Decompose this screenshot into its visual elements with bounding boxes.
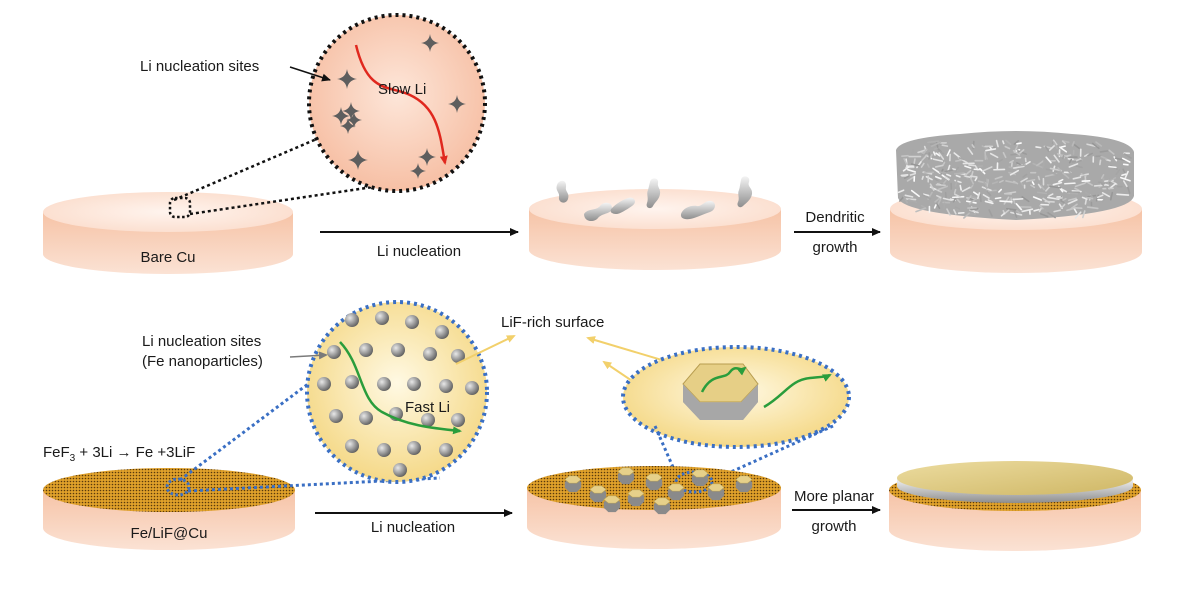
- fe-nanoparticle: [345, 313, 359, 327]
- li-nucleus: [610, 197, 635, 214]
- lif-hex-nucleus: [645, 473, 663, 491]
- bare-cu-disk: [43, 192, 293, 274]
- fe-nanoparticle: [327, 345, 341, 359]
- lif-hex-nucleus: [653, 497, 671, 515]
- conversion-reaction: FeF3 + 3Li → Fe +3LiF: [43, 444, 195, 464]
- fe-nanoparticle: [465, 381, 479, 395]
- fe-nucleation-sites-label-1: Li nucleation sites: [142, 333, 261, 350]
- fe-nanoparticle: [393, 463, 407, 477]
- fe-nanoparticle: [345, 439, 359, 453]
- li-nucleus: [680, 200, 716, 220]
- fe-nanoparticle: [345, 375, 359, 389]
- fast-li-zoom-bubble: [305, 300, 489, 484]
- fe-nanoparticle: [421, 413, 435, 427]
- fast-li-path-arrow: [339, 341, 462, 435]
- fe-nucleation-sites-label-2: (Fe nanoparticles): [142, 353, 263, 370]
- dendritic-li-disk: [890, 131, 1142, 273]
- fe-nanoparticle: [451, 413, 465, 427]
- li-nucleation-label-bottom: Li nucleation: [371, 519, 455, 536]
- lif-hex-nucleus: [691, 469, 709, 487]
- lif-hex-nucleus: [603, 495, 621, 513]
- li-nucleus: [737, 176, 753, 208]
- fe-nanoparticle: [439, 443, 453, 457]
- dendritic-growth-label-2: growth: [812, 239, 857, 256]
- lif-hex-nucleus: [667, 483, 685, 501]
- lif-hex-nucleus: [564, 475, 582, 493]
- coated-cu-disk-with-hex-nuclei: [527, 466, 781, 549]
- fe-nanoparticle: [407, 377, 421, 391]
- planar-li-disk: [889, 461, 1141, 551]
- fe-nanoparticle: [405, 315, 419, 329]
- dendrite-texture: [897, 139, 1132, 219]
- lif-pointer-bubble: [455, 335, 516, 365]
- nucleation-sites-pointer: [289, 66, 331, 82]
- fe-nanoparticle: [375, 311, 389, 325]
- fe-lif-cu-disk: [43, 468, 295, 550]
- fe-nanoparticle: [391, 343, 405, 357]
- fe-nanoparticle: [359, 343, 373, 357]
- li-nucleation-label-top: Li nucleation: [377, 243, 461, 260]
- fe-nanoparticle: [435, 325, 449, 339]
- li-nucleus: [646, 178, 661, 209]
- slow-li-zoom-bubble: [307, 13, 487, 193]
- dendritic-growth-label-1: Dendritic: [805, 209, 865, 226]
- fe-nanoparticle: [423, 347, 437, 361]
- cu-disk-with-li-nuclei: [529, 176, 781, 270]
- slow-li-label: Slow Li: [378, 81, 426, 98]
- fe-nanoparticle: [451, 349, 465, 363]
- bare-cu-label: Bare Cu: [140, 249, 195, 266]
- lif-hex-nucleus: [617, 467, 635, 485]
- fe-nanoparticle: [407, 441, 421, 455]
- fe-nanoparticle: [359, 411, 373, 425]
- fe-nanoparticle: [377, 377, 391, 391]
- lif-rich-surface-label: LiF-rich surface: [501, 314, 604, 331]
- lif-hex-nucleus: [707, 483, 725, 501]
- li-nucleus: [584, 202, 612, 222]
- lif-hex-nucleus: [627, 489, 645, 507]
- fe-sites-pointer: [289, 351, 328, 360]
- li-nucleus: [556, 180, 569, 203]
- planar-growth-label-2: growth: [811, 518, 856, 535]
- fe-nanoparticle: [329, 409, 343, 423]
- fe-lif-cu-label: Fe/LiF@Cu: [131, 525, 208, 542]
- lif-hex-nucleus: [735, 475, 753, 493]
- lif-hexagon-zoom: [621, 345, 851, 482]
- fe-nanoparticle: [377, 443, 391, 457]
- fast-li-label: Fast Li: [405, 399, 450, 416]
- slow-li-path-arrow: [354, 44, 448, 165]
- planar-growth-label-1: More planar: [794, 488, 874, 505]
- li-nucleation-sites-label: Li nucleation sites: [140, 58, 259, 75]
- fe-nanoparticle: [317, 377, 331, 391]
- fe-nanoparticle: [439, 379, 453, 393]
